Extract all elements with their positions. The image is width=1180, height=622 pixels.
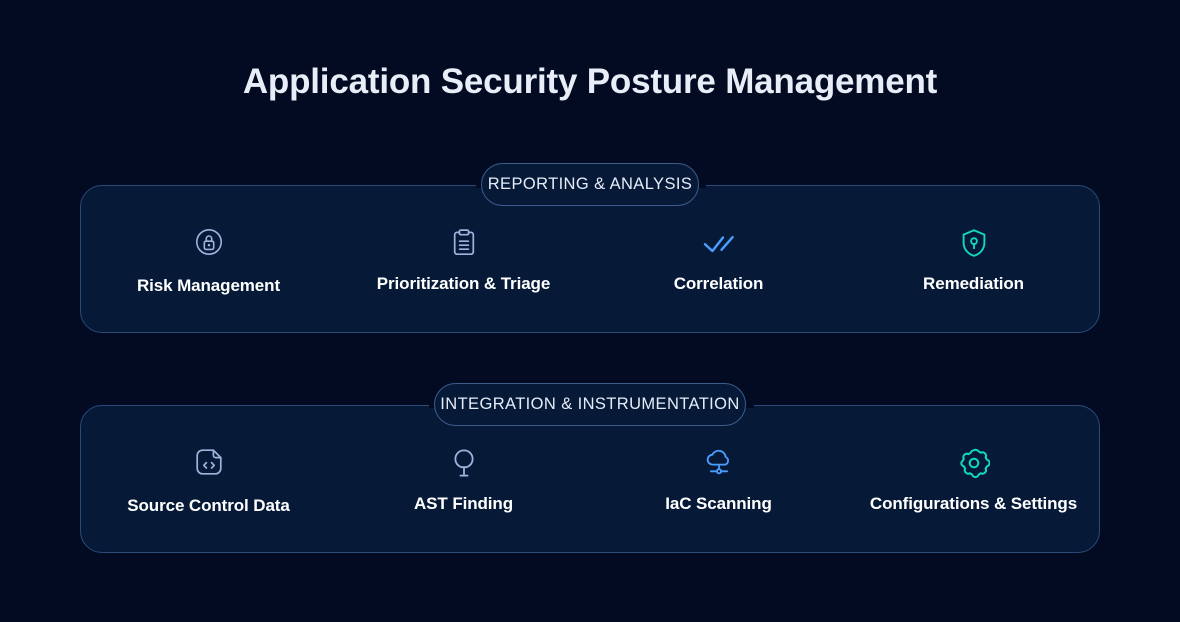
card-configurations-settings[interactable]: Configurations & Settings bbox=[846, 406, 1101, 554]
card-remediation[interactable]: Remediation bbox=[846, 186, 1101, 334]
card-row-reporting: Risk Management Prioritization & Triage bbox=[81, 186, 1101, 334]
card-correlation[interactable]: Correlation bbox=[591, 186, 846, 334]
double-check-icon bbox=[702, 226, 736, 260]
section-pill-reporting: REPORTING & ANALYSIS bbox=[481, 163, 699, 206]
code-file-icon bbox=[193, 445, 225, 479]
card-label: Correlation bbox=[673, 274, 764, 293]
lock-circle-icon bbox=[193, 225, 225, 259]
shield-key-icon bbox=[959, 226, 989, 260]
card-label: Source Control Data bbox=[127, 495, 290, 515]
card-risk-management[interactable]: Risk Management bbox=[81, 186, 336, 334]
card-label: Risk Management bbox=[136, 275, 281, 295]
card-prioritization-triage[interactable]: Prioritization & Triage bbox=[336, 186, 591, 334]
card-label: Configurations & Settings bbox=[869, 494, 1078, 513]
panel-reporting-analysis: Risk Management Prioritization & Triage bbox=[80, 185, 1100, 333]
card-source-control-data[interactable]: Source Control Data bbox=[81, 406, 336, 554]
card-label: Prioritization & Triage bbox=[376, 274, 551, 293]
card-label: Remediation bbox=[923, 274, 1024, 293]
card-row-integration: Source Control Data AST Finding bbox=[81, 406, 1101, 554]
card-label: IaC Scanning bbox=[665, 494, 772, 513]
clipboard-icon bbox=[449, 226, 479, 260]
page-title: Application Security Posture Management bbox=[242, 62, 938, 101]
card-ast-finding[interactable]: AST Finding bbox=[336, 406, 591, 554]
gear-icon bbox=[958, 446, 990, 480]
card-label: AST Finding bbox=[414, 494, 513, 513]
card-iac-scanning[interactable]: IaC Scanning bbox=[591, 406, 846, 554]
tree-icon bbox=[450, 446, 478, 480]
panel-integration-instrumentation: Source Control Data AST Finding bbox=[80, 405, 1100, 553]
section-pill-integration: INTEGRATION & INSTRUMENTATION bbox=[434, 383, 746, 426]
cloud-network-icon bbox=[703, 446, 735, 480]
